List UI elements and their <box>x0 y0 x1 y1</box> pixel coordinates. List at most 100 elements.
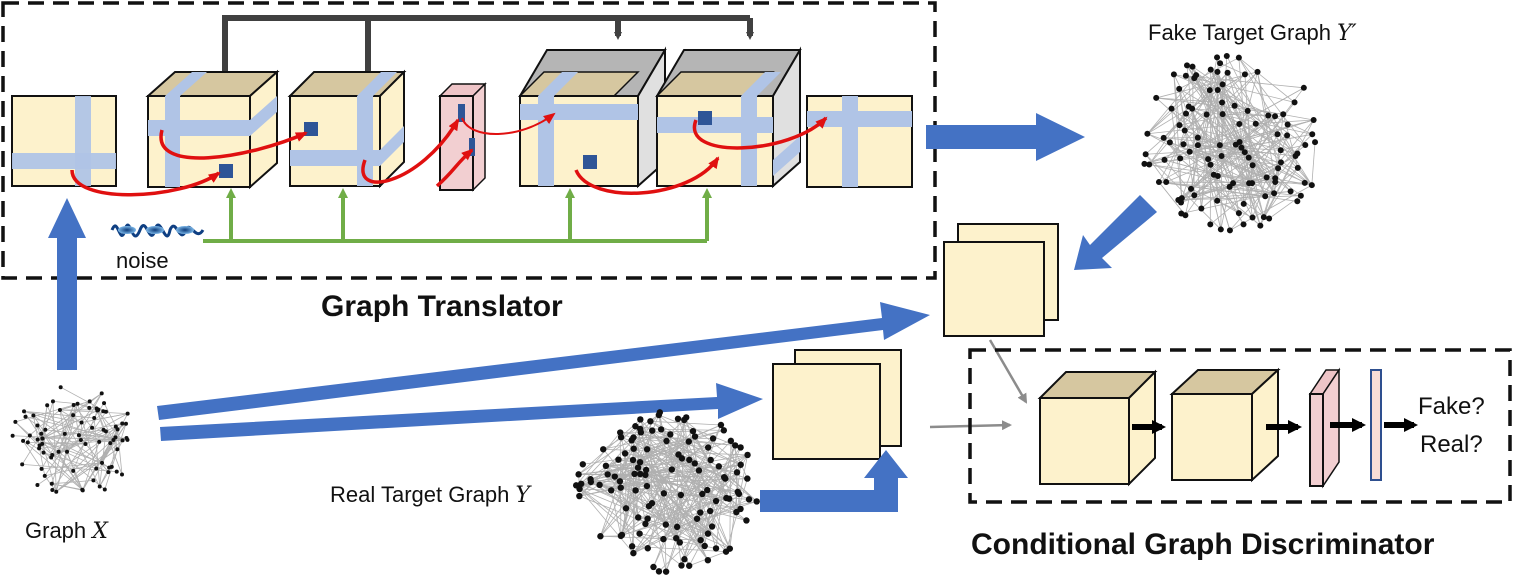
graph-edge <box>1178 88 1199 146</box>
graph-node <box>1291 99 1298 106</box>
graph-edge <box>639 461 709 561</box>
graph-node <box>97 439 102 444</box>
graph-node <box>1191 75 1198 82</box>
graph-edge <box>78 434 116 438</box>
graph-node <box>102 487 107 492</box>
graph-edge <box>619 432 639 518</box>
graph-edge <box>651 454 679 504</box>
graph-edge <box>669 434 673 470</box>
noise-injection-lines <box>203 188 712 243</box>
graph-edge <box>1192 108 1276 117</box>
graph-node <box>40 441 45 446</box>
graph-node <box>49 481 54 486</box>
graph-node <box>644 545 651 552</box>
graph-edge <box>1221 155 1249 159</box>
graph-node <box>630 434 637 441</box>
graph-edge <box>607 473 635 475</box>
graph-node <box>717 421 725 429</box>
graph-edge <box>1148 72 1228 165</box>
graph-edge <box>1173 74 1180 126</box>
translator-title: Graph Translator <box>321 290 563 323</box>
graph-node <box>57 407 62 412</box>
graph-node <box>1223 53 1230 60</box>
noise-signal-icon <box>110 223 205 238</box>
graph-node <box>39 431 44 436</box>
graph-node <box>637 416 644 423</box>
latent-layer <box>438 82 487 192</box>
graph-edge <box>650 420 741 466</box>
graph-edge <box>1239 119 1314 143</box>
graph-node <box>1176 85 1183 92</box>
graph-node <box>709 435 717 442</box>
graph-node <box>753 498 760 505</box>
graph-node <box>663 437 670 445</box>
graph-node <box>660 535 667 543</box>
graph-node <box>636 425 644 433</box>
graph-edge <box>56 448 118 493</box>
graph-node <box>1178 199 1185 206</box>
graph-node <box>733 469 741 476</box>
graph-node <box>1226 227 1233 234</box>
graph-node <box>1274 131 1281 138</box>
graph-edge <box>1210 69 1313 186</box>
graph-edge <box>42 409 99 439</box>
graph-node <box>1206 87 1213 94</box>
graph-edge <box>631 473 641 547</box>
graph-edge <box>688 441 736 446</box>
graph-edge <box>579 495 705 547</box>
graph-node <box>56 449 61 454</box>
graph-node <box>632 423 639 430</box>
graph-node <box>125 411 130 416</box>
graph-edge <box>619 419 685 482</box>
encoder-block-1 <box>145 69 280 190</box>
real-to-pair-arrow <box>760 450 908 512</box>
graph-edge <box>1192 66 1306 146</box>
output-real-label: Real? <box>1420 431 1483 458</box>
graph-node <box>579 461 587 468</box>
graph-edge <box>1169 142 1181 159</box>
graph-edge <box>1165 130 1186 183</box>
graph-edge <box>646 485 667 572</box>
fake-pair-stack <box>943 223 1059 337</box>
graph-edge <box>1217 89 1221 146</box>
graph-node <box>1146 161 1153 168</box>
graph-node <box>80 488 85 493</box>
graph-edge <box>639 419 678 527</box>
conditional-graph-discriminator: Fake? Real? Conditional Graph Discrimina… <box>968 348 1512 561</box>
graph-edge <box>639 428 667 525</box>
graph-edge <box>22 464 117 473</box>
graph-node <box>1183 62 1190 69</box>
graph-edge <box>710 510 747 521</box>
graph-node <box>1141 160 1148 167</box>
graph-edge <box>22 440 83 491</box>
graph-node <box>616 478 624 485</box>
graph-edge <box>619 467 639 482</box>
graph-edge <box>1190 57 1218 189</box>
graph-node <box>1262 193 1269 200</box>
graph-node <box>737 444 744 451</box>
output-adjacency-block <box>806 95 913 188</box>
graph-edge <box>93 418 101 487</box>
graph-node <box>1170 71 1177 78</box>
graph-node <box>737 461 744 468</box>
graph-edge <box>1197 123 1256 146</box>
graph-node <box>1240 200 1247 207</box>
graph-node <box>41 450 46 455</box>
graph-node <box>1236 120 1243 127</box>
graph-edge <box>78 434 109 473</box>
graph-node <box>744 451 751 459</box>
graph-edge <box>1163 137 1236 146</box>
graph-edge <box>646 449 709 561</box>
graph-node <box>1308 182 1315 189</box>
graph-edge <box>81 437 116 490</box>
graph-edge <box>646 448 708 491</box>
graph-node <box>707 456 714 464</box>
graph-edge <box>41 414 74 470</box>
graph-node <box>1144 130 1151 137</box>
graph-edge <box>620 469 673 537</box>
graph-edge <box>1194 177 1276 196</box>
graph-edge <box>43 429 46 453</box>
graph-edge <box>1217 175 1312 186</box>
graph-node <box>715 463 723 470</box>
